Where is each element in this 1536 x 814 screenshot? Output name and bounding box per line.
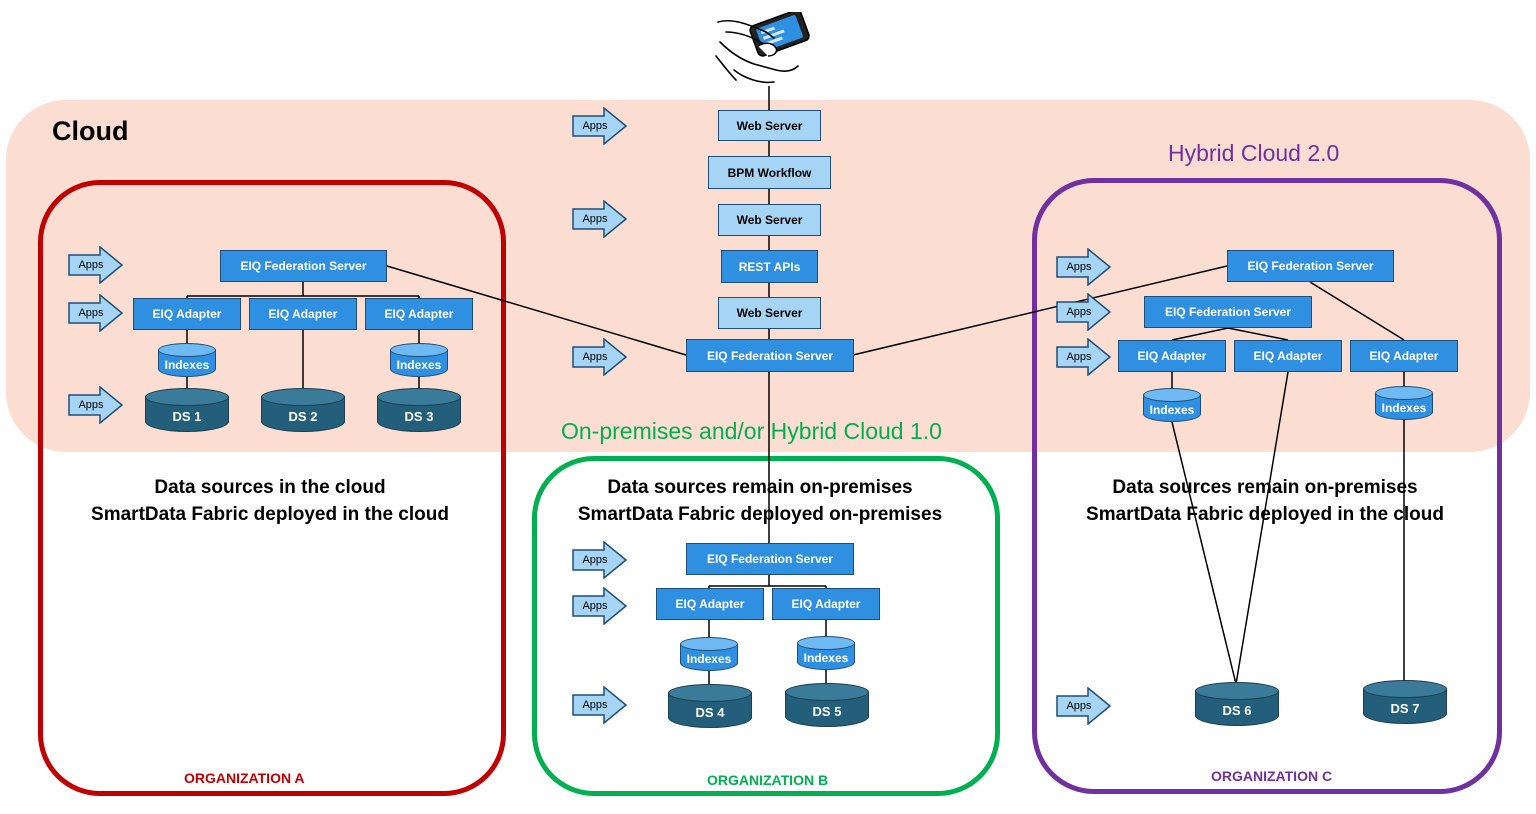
federation-server-box-c: EIQ Federation Server (1227, 250, 1394, 282)
apps-label: Apps (1066, 700, 1092, 712)
data-source-cylinder: DS 3 (377, 388, 461, 432)
cylinder-top (1195, 682, 1279, 700)
data-source-cylinder: DS 4 (668, 684, 752, 728)
web-server-box: Web Server (718, 297, 821, 329)
line-central-fed-c (852, 265, 1228, 356)
onprem-hybrid-1-label: On-premises and/or Hybrid Cloud 1.0 (561, 418, 942, 444)
indexes-cylinder: Indexes (1375, 386, 1433, 420)
organization-c-description: Data sources remain on-premises SmartDat… (1040, 474, 1490, 528)
adapter-box: EIQ Adapter (1234, 340, 1342, 372)
hybrid-cloud-2-label: Hybrid Cloud 2.0 (1168, 140, 1340, 166)
data-source-cylinder: DS 2 (261, 388, 345, 432)
mobile-device-icon (715, 12, 810, 84)
organization-a-description: Data sources in the cloud SmartData Fabr… (70, 474, 470, 528)
federation-server-box-b: EIQ Federation Server (686, 543, 854, 575)
adapter-box: EIQ Adapter (1118, 340, 1226, 372)
organization-c-label: ORGANIZATION C (1211, 768, 1333, 784)
adapter-box: EIQ Adapter (772, 588, 880, 620)
apps-label: Apps (582, 600, 608, 612)
apps-arrow: Apps (1056, 293, 1112, 331)
cylinder-top (1375, 386, 1433, 400)
line-fed2-adapter1 (1171, 327, 1229, 341)
apps-arrow: Apps (1056, 687, 1112, 725)
organization-a-frame (38, 180, 506, 796)
rest-apis-box: REST APIs (721, 250, 818, 283)
web-server-box: Web Server (718, 204, 821, 236)
indexes-cylinder: Indexes (390, 343, 448, 377)
apps-arrow: Apps (572, 107, 628, 145)
adapter-box: EIQ Adapter (249, 298, 357, 330)
apps-label: Apps (1066, 351, 1092, 363)
indexes-cylinder: Indexes (797, 636, 855, 670)
apps-label: Apps (582, 213, 608, 225)
organization-b-label: ORGANIZATION B (707, 772, 829, 788)
indexes-cylinder: Indexes (680, 637, 738, 671)
data-source-cylinder: DS 1 (145, 388, 229, 432)
adapter-box: EIQ Adapter (133, 298, 241, 330)
organization-a-label: ORGANIZATION A (184, 770, 305, 786)
data-source-cylinder: DS 6 (1195, 682, 1279, 726)
line-fed-a-central (386, 265, 687, 356)
cylinder-top (680, 637, 738, 651)
adapter-box: EIQ Adapter (1350, 340, 1458, 372)
line-fed1-adapter3 (1309, 281, 1405, 341)
cylinder-top (668, 684, 752, 702)
apps-arrow: Apps (572, 541, 628, 579)
adapter-box: EIQ Adapter (365, 298, 473, 330)
apps-arrow: Apps (572, 200, 628, 238)
apps-arrow: Apps (68, 246, 124, 284)
federation-server-box-c2: EIQ Federation Server (1144, 296, 1312, 328)
bpm-workflow-box: BPM Workflow (708, 156, 831, 189)
apps-label: Apps (582, 351, 608, 363)
apps-arrow: Apps (572, 686, 628, 724)
apps-label: Apps (582, 120, 608, 132)
apps-arrow: Apps (1056, 338, 1112, 376)
cylinder-top (145, 388, 229, 406)
apps-label: Apps (582, 554, 608, 566)
organization-b-description: Data sources remain on-premises SmartDat… (540, 474, 980, 528)
apps-label: Apps (1066, 306, 1092, 318)
description-line: SmartData Fabric deployed on-premises (577, 504, 943, 525)
apps-label: Apps (1066, 261, 1092, 273)
cylinder-top (785, 683, 869, 701)
cylinder-top (261, 388, 345, 406)
organization-b-frame (532, 456, 1000, 796)
adapter-box: EIQ Adapter (656, 588, 764, 620)
data-source-cylinder: DS 7 (1363, 680, 1447, 724)
description-line: Data sources remain on-premises (607, 477, 913, 498)
description-line: Data sources in the cloud (154, 477, 386, 498)
web-server-box: Web Server (718, 110, 821, 141)
line-fed2-adapter2 (1227, 327, 1289, 341)
line-idx-ds6 (1171, 421, 1237, 685)
cylinder-top (158, 343, 216, 357)
organization-c-frame (1032, 178, 1502, 794)
indexes-cylinder: Indexes (158, 343, 216, 377)
cylinder-top (390, 343, 448, 357)
apps-label: Apps (582, 699, 608, 711)
cylinder-top (377, 388, 461, 406)
description-line: SmartData Fabric deployed in the cloud (91, 504, 449, 525)
cylinder-top (797, 636, 855, 650)
federation-server-box-central: EIQ Federation Server (686, 339, 854, 372)
apps-arrow: Apps (572, 338, 628, 376)
apps-arrow: Apps (68, 294, 124, 332)
description-line: SmartData Fabric deployed in the cloud (1086, 504, 1444, 525)
apps-arrow: Apps (572, 587, 628, 625)
apps-arrow: Apps (68, 386, 124, 424)
apps-label: Apps (78, 307, 104, 319)
cylinder-top (1363, 680, 1447, 698)
data-source-cylinder: DS 5 (785, 683, 869, 727)
apps-label: Apps (78, 259, 104, 271)
apps-label: Apps (78, 399, 104, 411)
description-line: Data sources remain on-premises (1112, 477, 1418, 498)
apps-arrow: Apps (1056, 248, 1112, 286)
indexes-cylinder: Indexes (1143, 388, 1201, 422)
federation-server-box-a: EIQ Federation Server (220, 250, 387, 282)
line-adapter2-ds6 (1235, 371, 1289, 685)
cloud-region-label: Cloud (52, 116, 129, 146)
cylinder-top (1143, 388, 1201, 402)
